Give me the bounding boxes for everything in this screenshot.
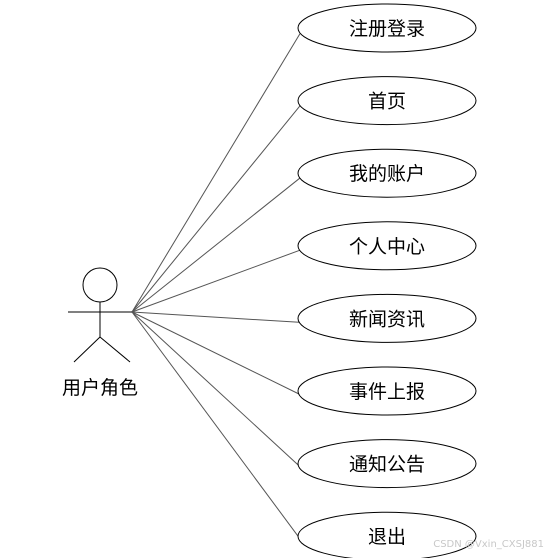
association-line	[131, 176, 302, 313]
use-case: 事件上报	[297, 366, 477, 416]
use-case: 我的账户	[297, 148, 477, 198]
use-case: 注册登录	[297, 3, 477, 53]
use-case-label: 通知公告	[349, 454, 425, 476]
use-case-ellipse	[297, 439, 477, 489]
association-line	[131, 311, 302, 323]
use-case-label: 事件上报	[349, 381, 425, 403]
use-case: 首页	[297, 76, 477, 126]
use-case-ellipse	[297, 366, 477, 416]
use-case-label: 我的账户	[349, 163, 425, 185]
association-line	[131, 311, 302, 396]
actor-label: 用户角色	[62, 377, 138, 399]
use-case-label: 注册登录	[349, 18, 425, 40]
use-case-label: 个人中心	[349, 236, 425, 258]
use-case: 个人中心	[297, 221, 477, 271]
association-line	[131, 311, 302, 468]
use-case: 新闻资讯	[297, 293, 477, 343]
use-case-ellipse	[297, 293, 477, 343]
use-case-label: 退出	[368, 526, 406, 548]
use-case-label: 首页	[368, 91, 406, 113]
association-lines	[131, 31, 302, 541]
use-case-ellipse	[297, 148, 477, 198]
use-case-ellipse	[297, 511, 477, 558]
actor-right-leg	[99, 336, 131, 363]
use-case-label: 新闻资讯	[349, 308, 425, 330]
actor-left-leg	[73, 336, 101, 363]
actor: 用户角色	[62, 267, 138, 399]
association-line	[131, 104, 302, 313]
association-line	[131, 31, 302, 313]
association-line	[131, 311, 302, 541]
watermark: CSDN @Vxin_CXSJ881	[433, 539, 544, 550]
use-case-ellipse	[297, 221, 477, 271]
association-line	[131, 249, 302, 313]
use-case-ellipse	[297, 76, 477, 126]
use-case: 退出	[297, 511, 477, 558]
use-case-ellipse	[297, 3, 477, 53]
use-case: 通知公告	[297, 439, 477, 489]
actor-head	[82, 267, 118, 303]
